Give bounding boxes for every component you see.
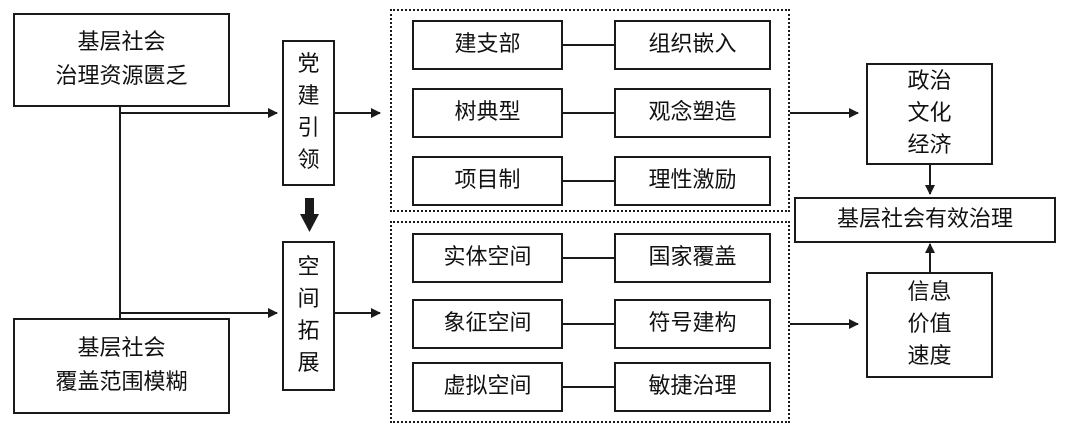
party-to-space-arrow bbox=[300, 198, 319, 232]
outcome-bottom-line: 速度 bbox=[907, 343, 952, 369]
party-char: 引 bbox=[297, 116, 320, 141]
outcome-top-line: 政治 bbox=[907, 69, 952, 95]
top-row-left-box: 树典型 bbox=[412, 88, 563, 138]
left-bottom-line2: 覆盖范围模糊 bbox=[55, 370, 188, 395]
bottom-mechanism-group bbox=[390, 221, 790, 423]
top-mechanism-group bbox=[390, 9, 790, 212]
bottom-row-right-label: 国家覆盖 bbox=[648, 244, 737, 270]
bottom-row-right-box: 符号建构 bbox=[614, 299, 771, 349]
outcome-top-line: 经济 bbox=[907, 132, 952, 158]
outcome-top-line: 文化 bbox=[907, 101, 952, 127]
top-row-right-box: 组织嵌入 bbox=[614, 20, 771, 70]
outcome-bottom-line: 价值 bbox=[907, 312, 952, 338]
top-row-right-box: 观念塑造 bbox=[614, 88, 771, 138]
space-expansion-box: 空 间 拓 展 bbox=[282, 241, 335, 391]
top-row-right-label: 理性激励 bbox=[648, 167, 737, 193]
top-row-left-label: 树典型 bbox=[454, 99, 521, 125]
top-row-left-label: 项目制 bbox=[454, 167, 521, 193]
bottom-row-right-box: 国家覆盖 bbox=[614, 233, 771, 283]
space-char: 拓 bbox=[297, 319, 320, 344]
party-guidance-box: 党 建 引 领 bbox=[282, 40, 335, 186]
bottom-row-left-label: 虚拟空间 bbox=[443, 373, 532, 399]
left-top-line1: 基层社会 bbox=[77, 29, 166, 55]
outcome-top-box: 政治 文化 经济 bbox=[866, 63, 993, 165]
party-char: 党 bbox=[297, 52, 320, 78]
bottom-row-left-label: 实体空间 bbox=[443, 244, 532, 270]
bottom-row-left-label: 象征空间 bbox=[443, 310, 532, 336]
bottom-row-right-label: 符号建构 bbox=[648, 310, 737, 336]
top-row-left-box: 建支部 bbox=[412, 20, 563, 70]
left-top-line2: 治理资源匮乏 bbox=[55, 64, 188, 89]
bottom-row-left-box: 虚拟空间 bbox=[412, 362, 563, 412]
top-row-right-label: 组织嵌入 bbox=[648, 31, 737, 57]
outcome-bottom-line: 信息 bbox=[907, 280, 952, 306]
outcome-center-label: 基层社会有效治理 bbox=[836, 206, 1013, 232]
left-bottom-box: 基层社会 覆盖范围模糊 bbox=[13, 318, 230, 414]
bottom-row-left-box: 象征空间 bbox=[412, 299, 563, 349]
left-bottom-line1: 基层社会 bbox=[77, 335, 166, 361]
left-top-box: 基层社会 治理资源匮乏 bbox=[13, 13, 230, 107]
top-row-left-label: 建支部 bbox=[454, 31, 521, 57]
space-char: 展 bbox=[297, 350, 320, 376]
space-char: 空 bbox=[297, 255, 320, 281]
top-row-right-label: 观念塑造 bbox=[648, 99, 737, 125]
party-char: 建 bbox=[297, 84, 320, 110]
top-row-left-box: 项目制 bbox=[412, 156, 563, 206]
bottom-row-left-box: 实体空间 bbox=[412, 233, 563, 283]
bottom-row-right-box: 敏捷治理 bbox=[614, 362, 771, 412]
party-char: 领 bbox=[297, 147, 320, 173]
outcome-center-box: 基层社会有效治理 bbox=[794, 197, 1056, 243]
outcome-bottom-box: 信息 价值 速度 bbox=[866, 272, 993, 378]
space-char: 间 bbox=[297, 287, 320, 313]
bottom-row-right-label: 敏捷治理 bbox=[648, 373, 737, 399]
top-row-right-box: 理性激励 bbox=[614, 156, 771, 206]
